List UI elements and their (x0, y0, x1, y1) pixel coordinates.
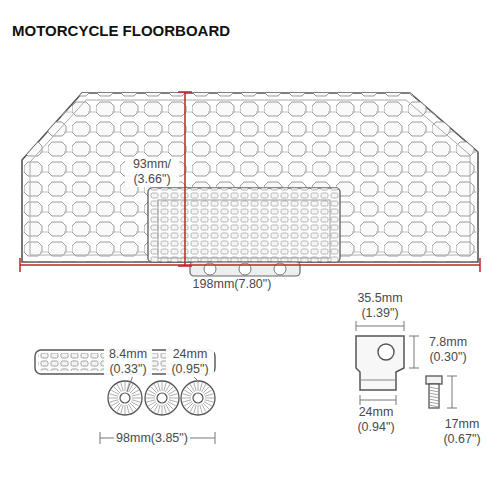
dimension-lines (20, 92, 480, 272)
dimension-label: 8.4mm (0.33") (104, 347, 152, 377)
dimension-label: 17mm (0.67") (437, 417, 487, 447)
dimension-label: 93mm/ (3.66") (125, 157, 179, 187)
dimension-label: 24mm (0.95") (166, 347, 214, 377)
mounting-bracket (356, 336, 404, 390)
bolt (426, 376, 442, 408)
floorboard-top-view (22, 93, 478, 276)
title: MOTORCYCLE FLOORBOARD (12, 22, 230, 39)
dimension-label: 7.8mm (0.30") (423, 335, 473, 365)
dimension-label: 24mm (0.94") (351, 405, 401, 435)
dimension-label: 198mm(7.80") (191, 277, 274, 292)
dimension-label: 35.5mm (1.39") (353, 291, 407, 321)
dimension-label: 98mm(3.85") (114, 431, 190, 446)
